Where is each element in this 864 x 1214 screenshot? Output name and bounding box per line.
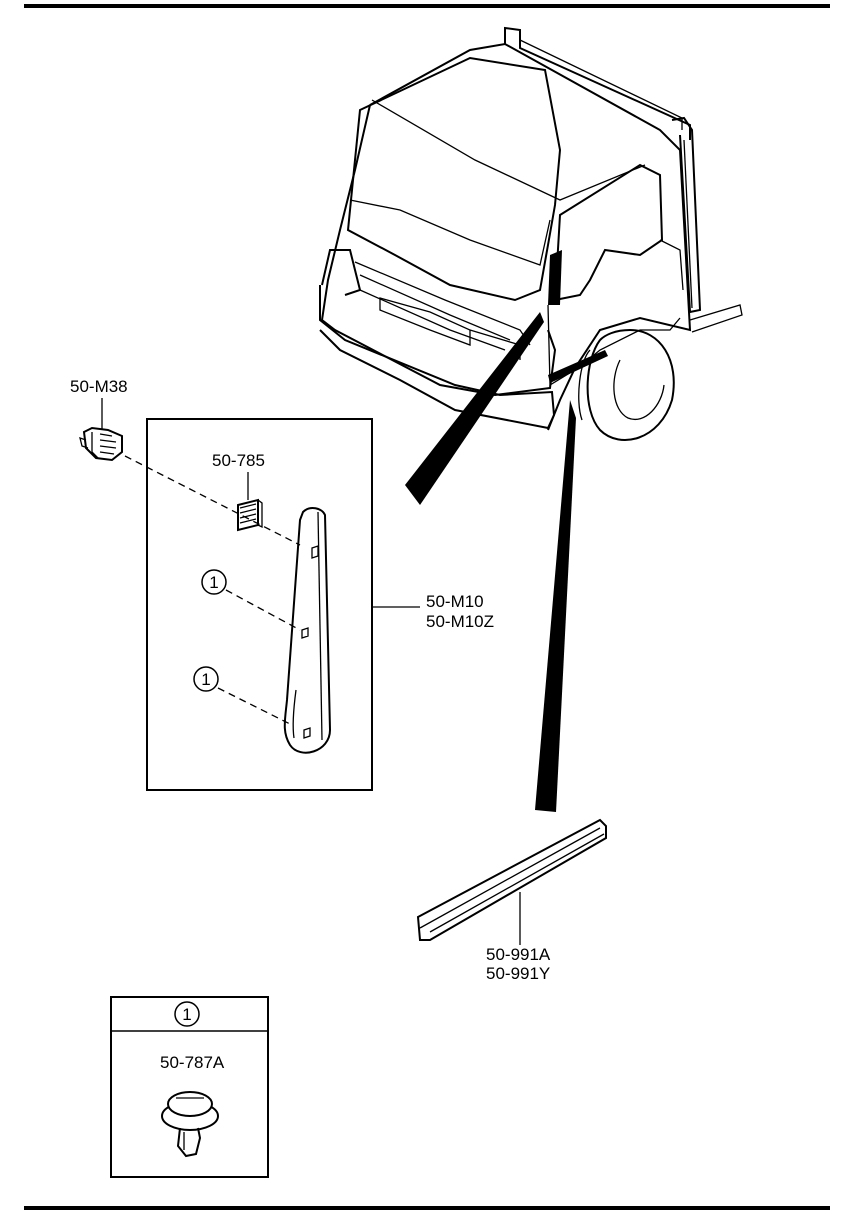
label-50-991A: 50-991A bbox=[486, 945, 551, 964]
label-50-991Y: 50-991Y bbox=[486, 964, 550, 983]
push-clip-icon bbox=[161, 1091, 219, 1158]
dashed-leader-upper bbox=[225, 589, 301, 631]
callout-circle-lower bbox=[193, 666, 219, 692]
side-molding-icon bbox=[416, 818, 607, 941]
label-50-M10Z: 50-M10Z bbox=[426, 612, 494, 631]
fastener-pad-icon bbox=[237, 498, 263, 532]
truck-cab-illustration bbox=[319, 26, 743, 441]
callout-circle-upper bbox=[201, 569, 227, 595]
callout-1-lower: 1 bbox=[201, 670, 210, 689]
label-50-787A: 50-787A bbox=[160, 1053, 225, 1072]
dashed-leader-clip bbox=[124, 455, 301, 546]
garnish-assembly-box bbox=[146, 418, 373, 791]
callout-circle-detail bbox=[174, 1001, 200, 1027]
dashed-leader-lower bbox=[217, 687, 291, 725]
garnish-part-icon bbox=[283, 507, 332, 754]
label-50-M38: 50-M38 bbox=[70, 377, 128, 396]
leader-wedge-garnish bbox=[405, 312, 544, 505]
label-50-M10: 50-M10 bbox=[426, 592, 484, 611]
clip-detail-box bbox=[110, 996, 269, 1178]
label-50-785: 50-785 bbox=[212, 451, 265, 470]
callout-1-upper: 1 bbox=[209, 573, 218, 592]
callout-1-detail: 1 bbox=[182, 1005, 191, 1024]
clip-fastener-icon bbox=[79, 426, 123, 462]
leader-wedge-molding bbox=[535, 400, 576, 812]
